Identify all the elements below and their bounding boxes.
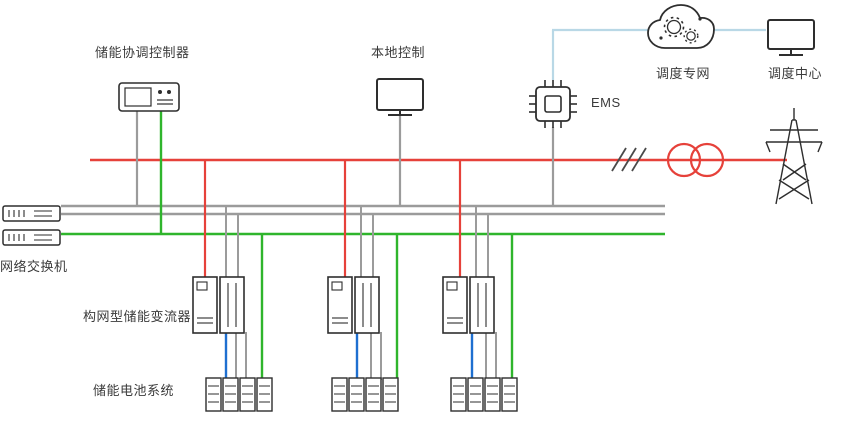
dispatch-center-monitor-icon	[767, 19, 815, 56]
dispatch-network-cloud-icon	[647, 4, 715, 49]
ems-label: EMS	[591, 95, 621, 110]
converter-cabinet-group-2	[327, 276, 380, 334]
local-control-monitor-icon	[376, 78, 424, 116]
network-switch-icon-2	[2, 229, 61, 246]
dispatch-center-label: 调度中心	[768, 66, 823, 81]
battery-rack-group-3	[450, 377, 518, 412]
local-control-label: 本地控制	[371, 45, 426, 60]
network-switch-icon-1	[2, 205, 61, 222]
coordinator-label: 储能协调控制器	[95, 45, 190, 60]
battery-rack-group-1	[205, 377, 273, 412]
line-break-slashes-icon	[611, 147, 647, 172]
coordinator-controller-icon	[118, 82, 180, 112]
transmission-tower-icon	[765, 108, 823, 205]
battery-system-label: 储能电池系统	[93, 383, 175, 398]
converter-cabinet-group-3	[442, 276, 495, 334]
battery-rack-group-2	[331, 377, 399, 412]
transformer-icon	[666, 142, 725, 178]
dispatch-network-label: 调度专网	[656, 66, 711, 81]
converter-cabinet-group-1	[192, 276, 245, 334]
network-switch-label: 网络交换机	[0, 259, 68, 274]
ems-chip-icon	[529, 80, 577, 128]
converter-label: 构网型储能变流器	[83, 309, 192, 324]
